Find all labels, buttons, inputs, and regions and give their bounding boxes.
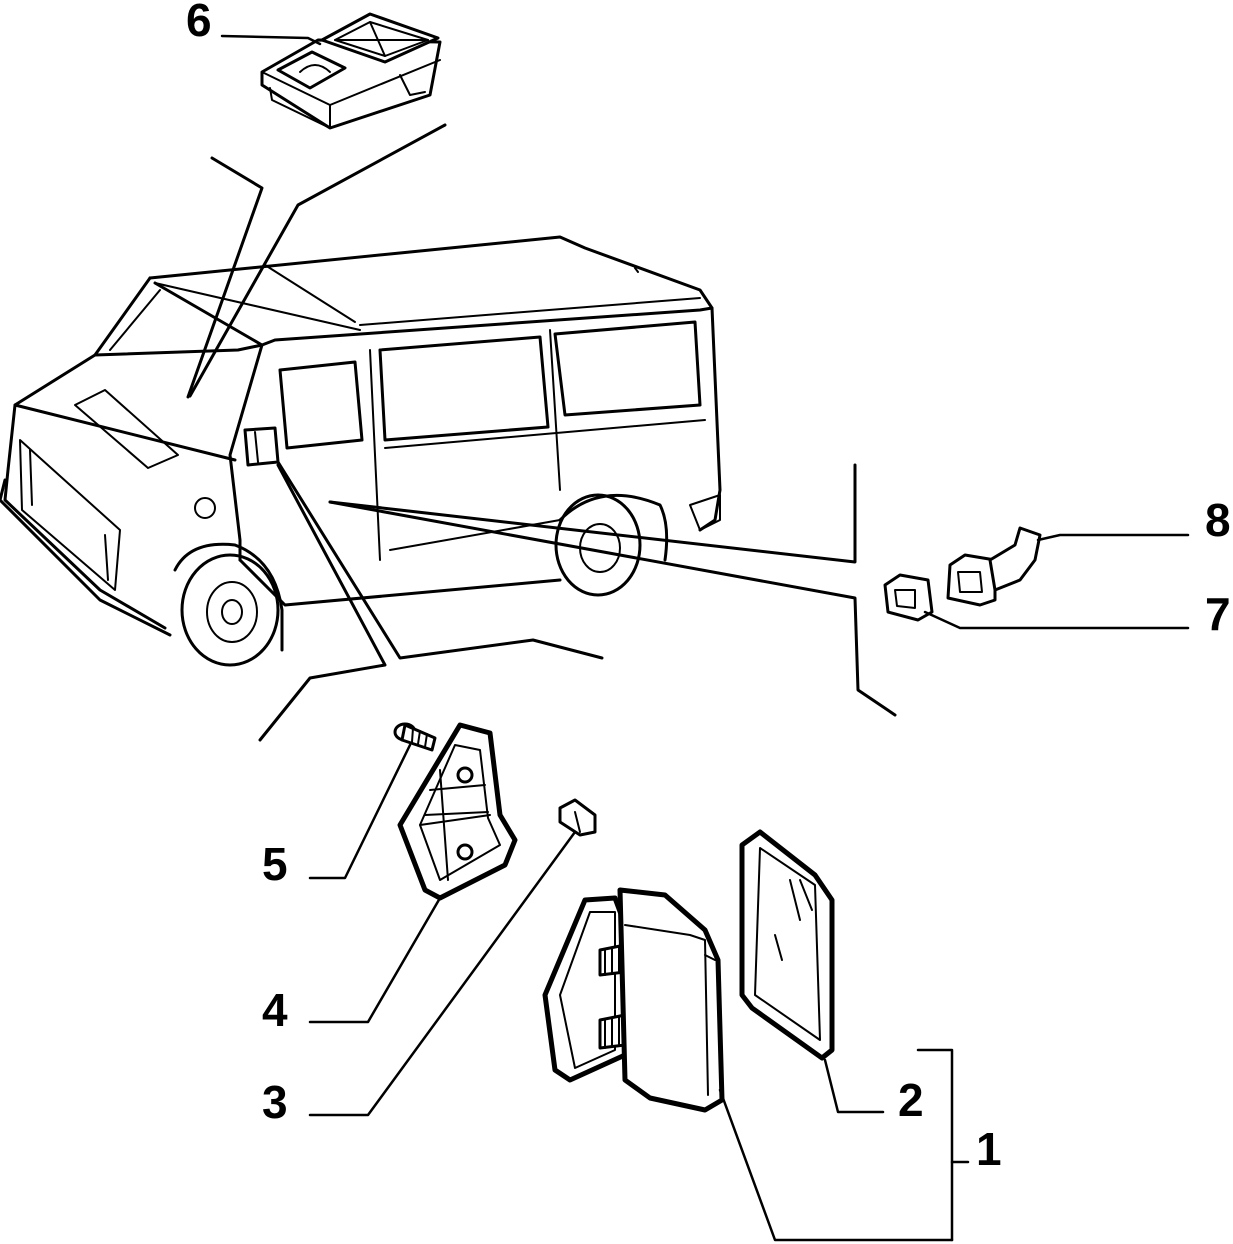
callout-1: 1 <box>976 1123 1002 1175</box>
callout-7: 7 <box>1205 588 1231 640</box>
callout-4: 4 <box>262 984 288 1036</box>
part-6-mirror-switch <box>220 12 442 130</box>
callout-3: 3 <box>262 1076 288 1128</box>
van-illustration <box>0 235 722 667</box>
part-1-mirror-housing <box>542 887 970 1242</box>
callout-labels: 6 8 7 5 4 3 2 1 <box>186 0 1231 1175</box>
part-2-mirror-glass <box>739 829 885 1114</box>
part-5-screw <box>308 722 437 880</box>
callout-8: 8 <box>1205 494 1231 546</box>
callout-6: 6 <box>186 0 212 46</box>
callout-5: 5 <box>262 838 288 890</box>
part-4-mounting-bracket <box>308 722 518 1024</box>
part-7-socket <box>883 573 1190 630</box>
callout-2: 2 <box>898 1074 924 1126</box>
part-8-cable-connector <box>946 526 1190 607</box>
part-3-clip <box>308 798 597 1117</box>
assembly-pointer-lines <box>186 123 897 742</box>
